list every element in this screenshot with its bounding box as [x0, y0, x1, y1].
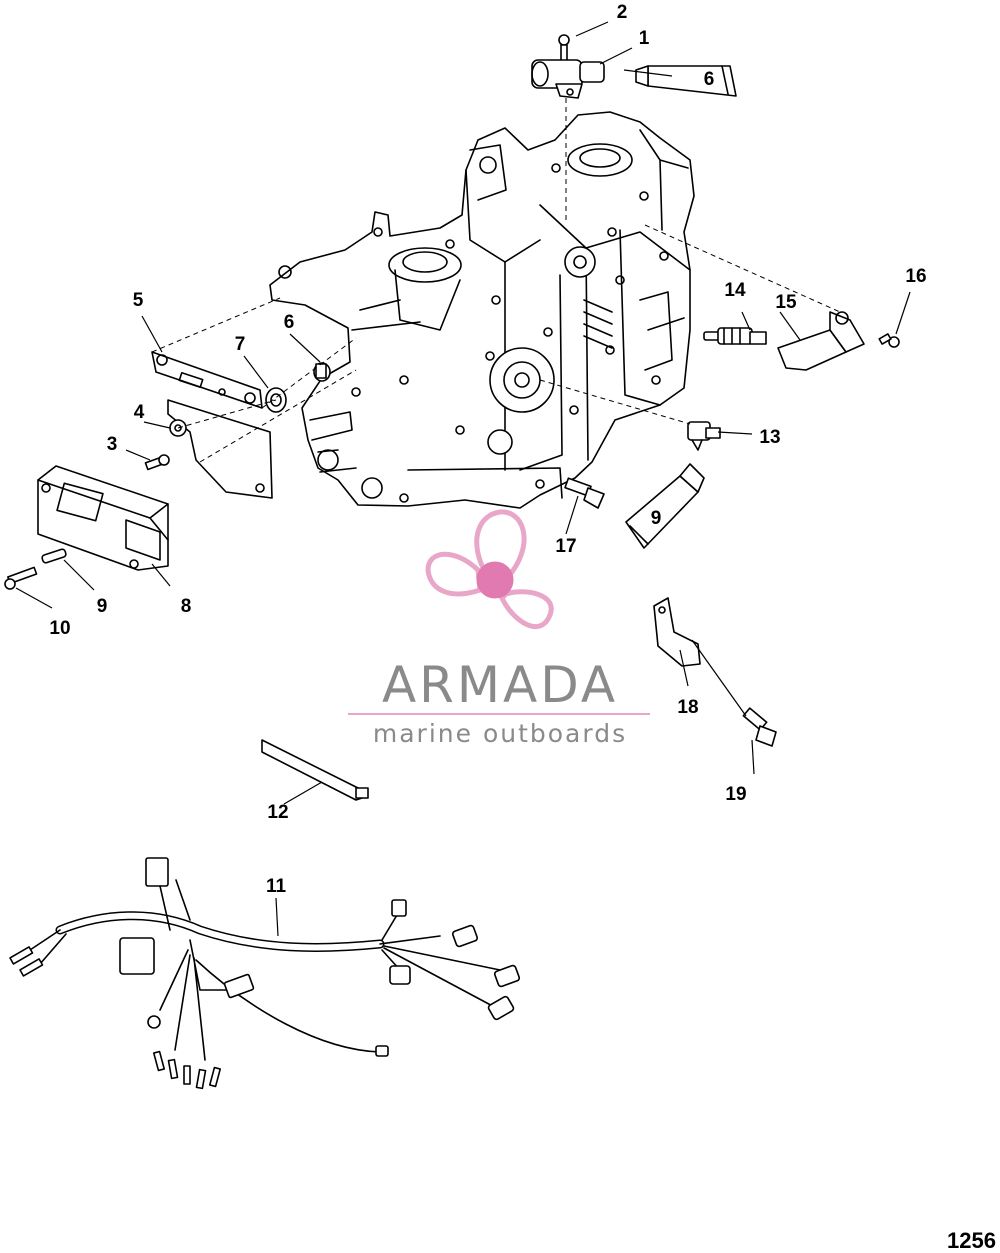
watermark-tagline: marine outboards [373, 719, 627, 748]
watermark-brand: ARMADA [382, 656, 618, 714]
part-18-clamp [653, 597, 701, 667]
part-19-bolt [742, 707, 777, 747]
callout-17: 17 [555, 536, 576, 557]
propeller-blade-left [425, 551, 483, 597]
part-10-screw [4, 566, 38, 590]
block-fastener-heads [351, 163, 669, 503]
propeller-blade-top [474, 509, 527, 575]
callout-16: 16 [905, 266, 926, 287]
callout-6: 6 [704, 69, 715, 90]
callout-9: 9 [97, 596, 108, 617]
propeller-hub [476, 561, 514, 599]
callout-10: 10 [49, 618, 70, 639]
callout-14: 14 [724, 280, 746, 301]
callout-12: 12 [267, 802, 288, 823]
callout-15: 15 [775, 292, 797, 313]
callout-9: 9 [651, 508, 662, 529]
callout-6: 6 [284, 312, 295, 333]
harness-terminals [152, 1050, 222, 1090]
part-13-sensor [687, 421, 721, 451]
part-9-sealant-tube [625, 463, 705, 549]
part-8-ignition-module [37, 465, 169, 571]
callout-labels: 2 1 6 5 6 7 4 3 14 15 16 13 9 17 10 9 8 … [49, 2, 926, 897]
propeller-blade-bottom [499, 589, 554, 630]
callout-18: 18 [677, 697, 698, 718]
callout-1: 1 [639, 28, 650, 49]
part-1-ignition-coil [531, 59, 605, 99]
part-16-screw [878, 333, 900, 348]
part-15-plug-boot [777, 311, 865, 371]
part-14-spark-plug [703, 327, 767, 345]
part-11-wiring-harness [9, 857, 521, 1090]
engine-block [269, 111, 695, 509]
callout-19: 19 [725, 784, 746, 805]
callout-11: 11 [266, 876, 287, 897]
part-9-pin [41, 548, 67, 564]
figure-number: 1256 [947, 1228, 996, 1253]
part-3-screw [144, 454, 170, 471]
part-17-bolt [564, 477, 605, 509]
part-6-sealant-tube-top [635, 65, 737, 97]
callout-13: 13 [759, 427, 780, 448]
propeller-logo-icon [425, 509, 554, 630]
part-4-bracket-plate [167, 399, 273, 499]
callout-5: 5 [133, 290, 144, 311]
part-12-cable-tie [261, 739, 369, 801]
callout-2: 2 [617, 2, 628, 23]
callout-8: 8 [181, 596, 192, 617]
callout-4: 4 [134, 402, 145, 423]
callout-3: 3 [107, 434, 118, 455]
armada-watermark: ARMADA marine outboards [348, 509, 650, 748]
assembly-dashed-lines [151, 98, 841, 463]
part-6-spacer [313, 362, 331, 382]
callout-7: 7 [235, 334, 246, 355]
leader-lines [15, 21, 911, 937]
